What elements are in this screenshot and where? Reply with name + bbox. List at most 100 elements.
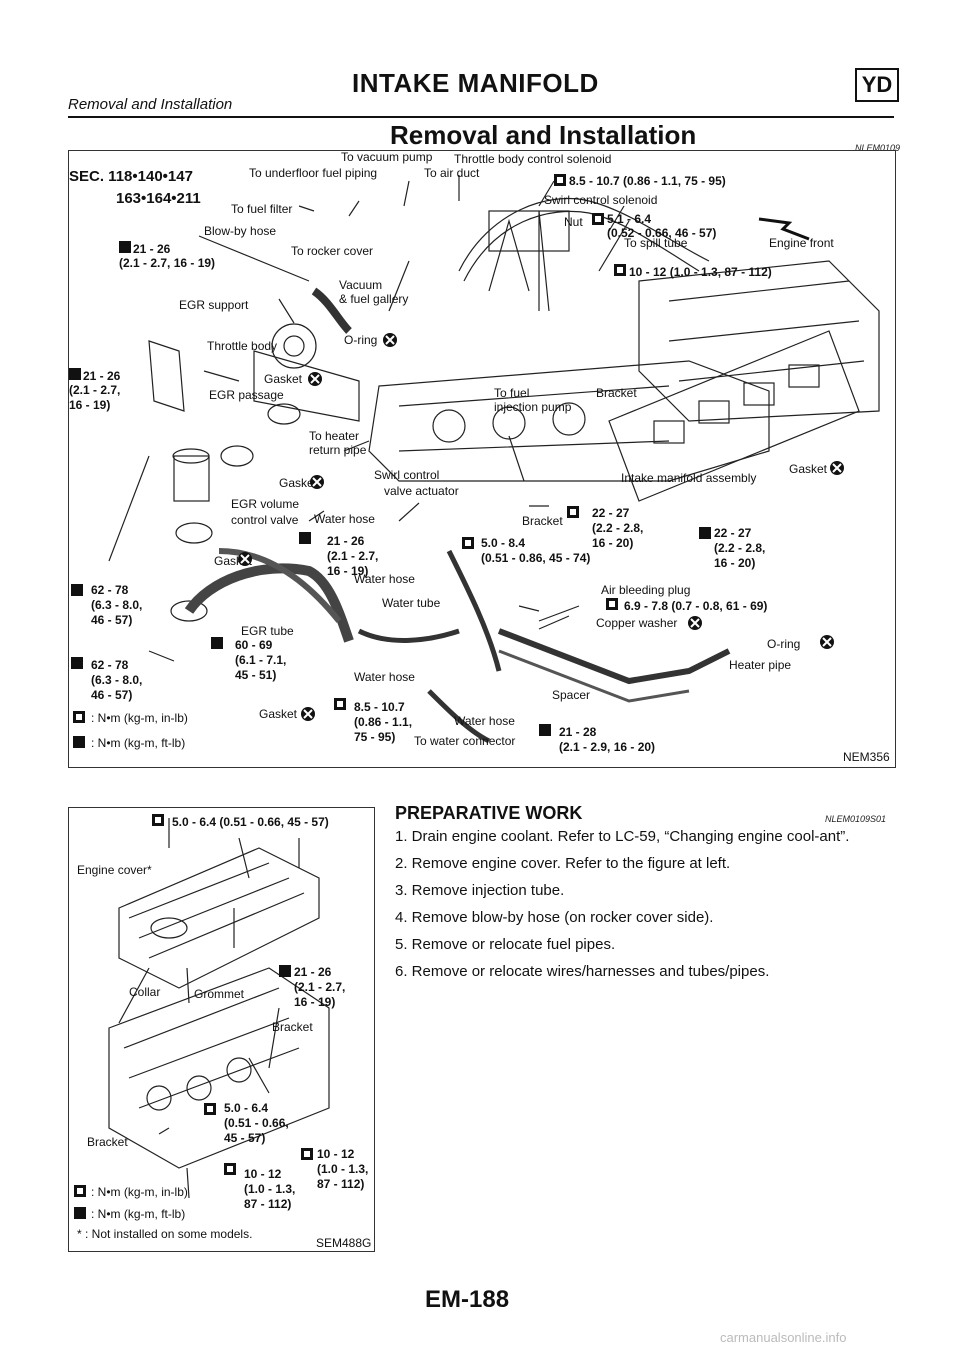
- torque-ftlb-icon: [211, 637, 223, 649]
- torque-inlb-icon: [204, 1103, 216, 1115]
- label-egr-vol-1: EGR volume: [231, 497, 299, 511]
- step-item: 4. Remove blow-by hose (on rocker cover …: [395, 909, 714, 926]
- label-torque-62-b2: (6.3 - 8.0,: [91, 673, 142, 687]
- label-collar: Collar: [129, 985, 160, 999]
- preparative-title: PREPARATIVE WORK: [395, 803, 583, 823]
- label-throttle-solenoid: Throttle body control solenoid: [454, 152, 611, 166]
- label-torque-10-a1: 10 - 12: [317, 1147, 355, 1161]
- torque-inlb-icon: [554, 174, 566, 186]
- label-torque-22-b1: 22 - 27: [714, 526, 752, 540]
- label-to-underfloor: To underfloor fuel piping: [249, 166, 377, 180]
- torque-ftlb-icon: [299, 532, 311, 544]
- label-torque-22-a3: 16 - 20): [592, 536, 633, 550]
- label-torque-10-b1: 10 - 12: [244, 1167, 282, 1181]
- label-torque-10-b2: (1.0 - 1.3,: [244, 1182, 295, 1196]
- label-spacer: Spacer: [552, 688, 590, 702]
- label-torque-62-b3: 46 - 57): [91, 688, 132, 702]
- header-title: INTAKE MANIFOLD: [352, 68, 599, 98]
- legend-inlb: : N•m (kg-m, in-lb): [91, 711, 188, 725]
- replace-part-icon: [829, 460, 845, 476]
- label-torque-50-b3: 45 - 57): [224, 1131, 265, 1145]
- label-torque-85-b1: 8.5 - 10.7: [354, 700, 405, 714]
- label-to-fuel-inj-2: injection pump: [494, 400, 572, 414]
- label-to-heater-2: return pipe: [309, 443, 367, 457]
- label-vacuum-1: Vacuum: [339, 278, 382, 292]
- torque-inlb-icon: [224, 1163, 236, 1175]
- label-torque-69: 6.9 - 7.8 (0.7 - 0.8, 61 - 69): [624, 599, 767, 613]
- line-art: [108, 175, 880, 744]
- label-torque-21-a2: (2.1 - 2.7, 16 - 19): [119, 256, 215, 270]
- label-torque-10-a3: 87 - 112): [317, 1177, 364, 1191]
- label-torque-60-1: 60 - 69: [235, 638, 273, 652]
- torque-ftlb-icon: [71, 584, 83, 596]
- label-torque-21-c2: (2.1 - 2.7,: [327, 549, 378, 563]
- label-bracket-2: Bracket: [87, 1135, 128, 1149]
- label-torque-21-b3: 16 - 19): [69, 398, 110, 412]
- replace-part-icon: [307, 371, 323, 387]
- label-to-water-conn: To water connector: [414, 734, 515, 748]
- legend-ftlb-icon: [73, 736, 85, 748]
- label-to-air-duct: To air duct: [424, 166, 480, 180]
- label-vacuum-2: & fuel gallery: [339, 292, 408, 306]
- label-torque-10-top: 10 - 12 (1.0 - 1.3, 87 - 112): [629, 265, 772, 279]
- label-torque-21-2: (2.1 - 2.7,: [294, 980, 345, 994]
- figure2-code: SEM488G: [316, 1236, 372, 1250]
- engine-badge: YD: [855, 68, 899, 102]
- label-swirl-solenoid: Swirl control solenoid: [544, 193, 657, 207]
- label-egr-vol-2: control valve: [231, 513, 299, 527]
- label-oring-1: O-ring: [344, 333, 377, 347]
- label-water-hose-4: Water hose: [454, 714, 515, 728]
- figure1-code: NEM356: [843, 750, 890, 764]
- label-egr-passage: EGR passage: [209, 388, 284, 402]
- section-title: Removal and Installation: [390, 120, 697, 150]
- label-torque-85-b3: 75 - 95): [354, 730, 395, 744]
- label-torque-62-a1: 62 - 78: [91, 583, 129, 597]
- label-torque-21-b1: 21 - 26: [83, 369, 121, 383]
- label-torque-62-a3: 46 - 57): [91, 613, 132, 627]
- label-torque-22-a1: 22 - 27: [592, 506, 630, 520]
- label-throttle-body: Throttle body: [207, 339, 277, 353]
- label-to-rocker: To rocker cover: [291, 244, 373, 258]
- label-torque-51-b: (0.52 - 0.66, 46 - 57): [607, 226, 716, 240]
- label-torque-21-c1: 21 - 26: [327, 534, 365, 548]
- header-rule: [68, 116, 894, 118]
- torque-ftlb-icon: [699, 527, 711, 539]
- sec-label-1: SEC. 118•140•147: [69, 168, 193, 185]
- replace-part-icon: [819, 634, 835, 650]
- label-heater-pipe: Heater pipe: [729, 658, 791, 672]
- label-torque-50-b1: 5.0 - 6.4: [224, 1101, 268, 1115]
- label-to-fuel-inj-1: To fuel: [494, 386, 529, 400]
- section-ref: NLEM0109: [855, 143, 901, 153]
- label-torque-21-d2: (2.1 - 2.9, 16 - 20): [559, 740, 655, 754]
- replace-part-icon: [309, 474, 325, 490]
- preparative-steps: 1. Drain engine coolant. Refer to LC-59,…: [395, 827, 895, 989]
- label-gasket-3: Gasket: [789, 462, 828, 476]
- legend-inlb: : N•m (kg-m, in-lb): [91, 1185, 188, 1199]
- label-to-vacuum-pump: To vacuum pump: [341, 151, 433, 164]
- torque-inlb-icon: [152, 814, 164, 826]
- label-torque-62-b1: 62 - 78: [91, 658, 129, 672]
- label-torque-50-b2: (0.51 - 0.66,: [224, 1116, 289, 1130]
- label-oring-2: O-ring: [767, 637, 800, 651]
- label-intake-assy: Intake manifold assembly: [621, 471, 756, 485]
- label-gasket-1: Gasket: [264, 372, 303, 386]
- label-torque-21-c3: 16 - 19): [327, 564, 368, 578]
- preparative-ref: NLEM0109S01: [825, 814, 887, 824]
- step-item: 5. Remove or relocate fuel pipes.: [395, 936, 616, 953]
- label-torque-10-b3: 87 - 112): [244, 1197, 291, 1211]
- torque-inlb-icon: [606, 598, 618, 610]
- label-torque-22-b3: 16 - 20): [714, 556, 755, 570]
- label-gasket-2: Gasket: [279, 476, 318, 490]
- label-copper: Copper washer: [596, 616, 677, 630]
- label-engine-cover: Engine cover*: [77, 863, 152, 877]
- label-bracket-1: Bracket: [596, 386, 637, 400]
- label-swirl-act-2: valve actuator: [384, 484, 459, 498]
- label-torque-22-a2: (2.2 - 2.8,: [592, 521, 643, 535]
- sec-label-2: 163•164•211: [116, 190, 201, 207]
- step-item: 2. Remove engine cover. Refer to the fig…: [395, 855, 731, 872]
- torque-ftlb-icon: [71, 657, 83, 669]
- legend-ftlb-icon: [74, 1207, 86, 1219]
- exploded-view-drawing: SEC. 118•140•147 163•164•211 To vacuum p…: [69, 151, 880, 754]
- label-torque-10-a2: (1.0 - 1.3,: [317, 1162, 368, 1176]
- torque-ftlb-icon: [69, 368, 81, 380]
